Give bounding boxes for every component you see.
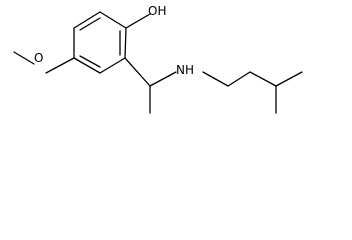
ch-to-methyl-up-bond [275,71,303,87]
hydroxyl-label: OH [148,4,166,18]
ring-to-ch-bond [124,57,151,87]
ch-to-nh-bond [149,71,177,87]
ch2-to-ch2-bond [227,71,251,87]
ring-bond-2 [124,27,127,59]
ring-bond-4 [73,57,101,74]
hydroxyl-bond [125,13,151,29]
methoxy-oxygen-label: O [34,51,43,65]
amine-label: NH [176,63,194,77]
ring-bond-3 [99,57,126,74]
methoxy-o-ring-bond [45,57,75,74]
ring-double-bond-top [79,17,101,31]
molecule-structure-diagram: OH O NH [13,4,303,114]
ring-bond-6 [73,11,101,29]
benzene-ring [73,11,127,74]
methoxy-methyl-bond [13,51,35,65]
ch2-to-ch-bond [249,71,277,87]
ring-bond-1 [99,11,127,29]
nh-to-ch2-bond [202,71,229,87]
ring-double-bond-bottom [79,55,101,68]
